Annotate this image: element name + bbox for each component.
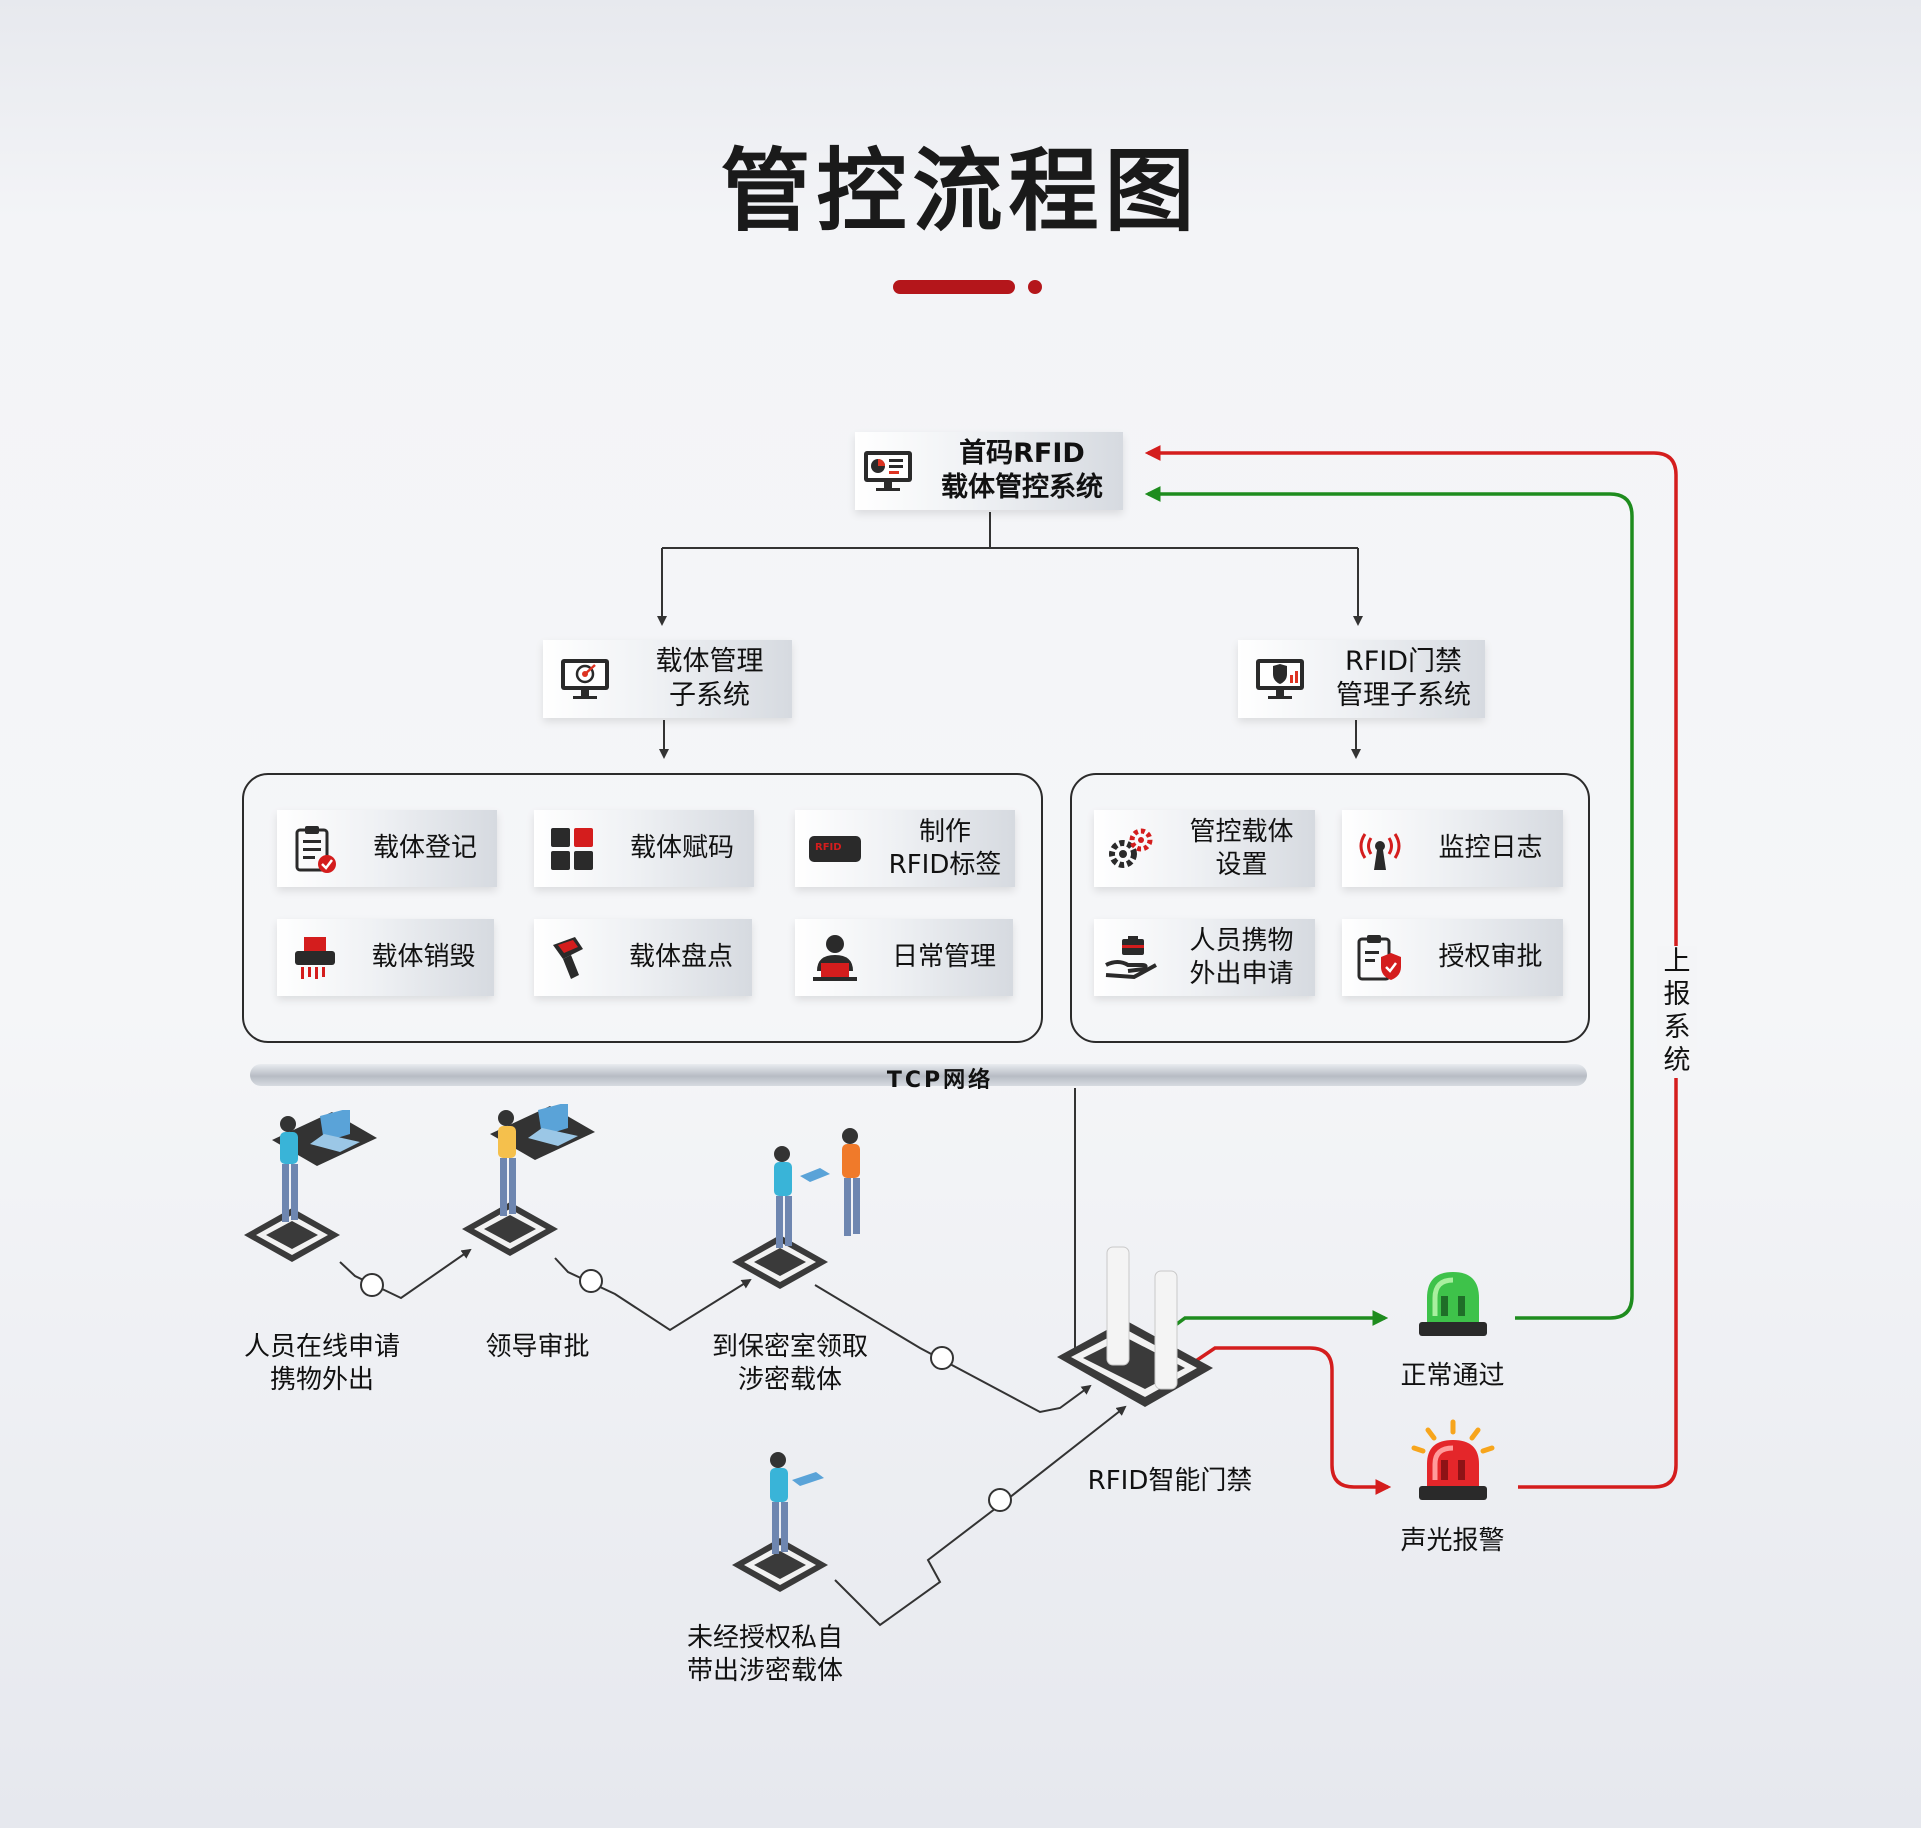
title-underline: [893, 280, 1015, 294]
module-carrier-register[interactable]: 载体登记: [277, 810, 497, 887]
module-monitor-log[interactable]: 监控日志: [1342, 810, 1563, 887]
gate-label: RFID智能门禁: [1087, 1466, 1253, 1496]
module-label: 管控载体 设置: [1189, 817, 1294, 880]
module-label: 授权审批: [1438, 942, 1543, 973]
tcp-network-label: TCP网络: [886, 1068, 994, 1093]
clipboard-check-icon: [277, 824, 353, 874]
outcome-alarm-label: 声光报警: [1400, 1526, 1505, 1556]
carrier-modules-panel: [242, 773, 1043, 1043]
access-modules-panel: [1070, 773, 1590, 1043]
module-label: 人员携物 外出申请: [1189, 926, 1294, 989]
module-make-rfid-tag[interactable]: RFID 制作 RFID标签: [795, 810, 1015, 887]
flow-step-approve-label: 领导审批: [485, 1332, 590, 1362]
monitor-chart-icon: [855, 449, 921, 493]
module-label: 日常管理: [891, 942, 996, 973]
rfid-tag-icon: RFID: [795, 833, 875, 865]
flow-step2-to-step3: [554, 1257, 752, 1332]
gears-icon: [1094, 826, 1168, 872]
module-personnel-carry-out-request[interactable]: 人员携物 外出申请: [1094, 919, 1315, 996]
title-underline-dot: [1028, 280, 1042, 294]
carrier-subsystem-box[interactable]: 载体管理 子系统: [543, 640, 792, 718]
tcp-network-bar: [250, 1064, 1587, 1086]
flow-step3-to-gate: [814, 1284, 1092, 1414]
module-label: 制作 RFID标签: [888, 817, 1002, 880]
module-authorization-approval[interactable]: 授权审批: [1342, 919, 1563, 996]
module-label: 载体盘点: [628, 942, 733, 973]
access-subsystem-label: RFID门禁 管理子系统: [1336, 646, 1471, 711]
person-laptop-icon: [462, 1104, 595, 1256]
main-system-label: 首码RFID 载体管控系统: [941, 438, 1103, 503]
monitor-shield-icon: [1238, 657, 1322, 701]
flow-node: [988, 1488, 1012, 1512]
module-carrier-coding[interactable]: 载体赋码: [534, 810, 754, 887]
rfid-tag-text: RFID: [815, 842, 842, 853]
flow-node: [360, 1273, 384, 1297]
shredder-icon: [277, 935, 353, 981]
clipboard-shield-icon: [1342, 933, 1418, 983]
module-label: 载体销毁: [371, 942, 476, 973]
module-controlled-carrier-settings[interactable]: 管控载体 设置: [1094, 810, 1315, 887]
access-subsystem-box[interactable]: RFID门禁 管理子系统: [1238, 640, 1485, 718]
rfid-gate-icon: [1057, 1246, 1213, 1407]
grid-squares-icon: [534, 826, 610, 872]
module-label: 监控日志: [1438, 833, 1543, 864]
scanner-icon: [534, 935, 610, 981]
module-daily-management[interactable]: 日常管理: [795, 919, 1013, 996]
signal-antenna-icon: [1342, 826, 1418, 872]
module-carrier-destroy[interactable]: 载体销毁: [277, 919, 494, 996]
main-system-box[interactable]: 首码RFID 载体管控系统: [855, 432, 1123, 510]
carrier-subsystem-label: 载体管理 子系统: [655, 646, 764, 711]
flow-step-unauthorized-label: 未经授权私自 带出涉密载体: [686, 1623, 843, 1686]
manager-laptop-icon: [795, 933, 875, 983]
people-handover-icon: [732, 1128, 860, 1289]
person-tablet-icon: [732, 1452, 828, 1592]
flow-step-apply-label: 人员在线申请 携物外出: [243, 1332, 400, 1395]
module-carrier-inventory[interactable]: 载体盘点: [534, 919, 752, 996]
pass-report-line: [1144, 486, 1634, 1320]
outcome-pass-label: 正常通过: [1400, 1361, 1505, 1391]
hand-briefcase-icon: [1094, 935, 1168, 981]
flow-step-collect-label: 到保密室领取 涉密载体: [711, 1332, 868, 1395]
flow-unauthorized-to-gate: [834, 1405, 1127, 1627]
report-system-label: 上 报 系 统: [1657, 946, 1697, 1078]
green-beacon-icon: [1419, 1272, 1487, 1336]
monitor-target-icon: [543, 657, 627, 701]
gate-to-alarm-line: [1174, 1346, 1392, 1495]
flow-node: [930, 1346, 954, 1370]
flow-node: [579, 1269, 603, 1293]
person-laptop-icon: [244, 1110, 377, 1262]
module-label: 载体赋码: [629, 833, 734, 864]
page-title: 管控流程图: [720, 139, 1201, 244]
red-alarm-icon: [1411, 1419, 1495, 1500]
module-label: 载体登记: [372, 833, 477, 864]
